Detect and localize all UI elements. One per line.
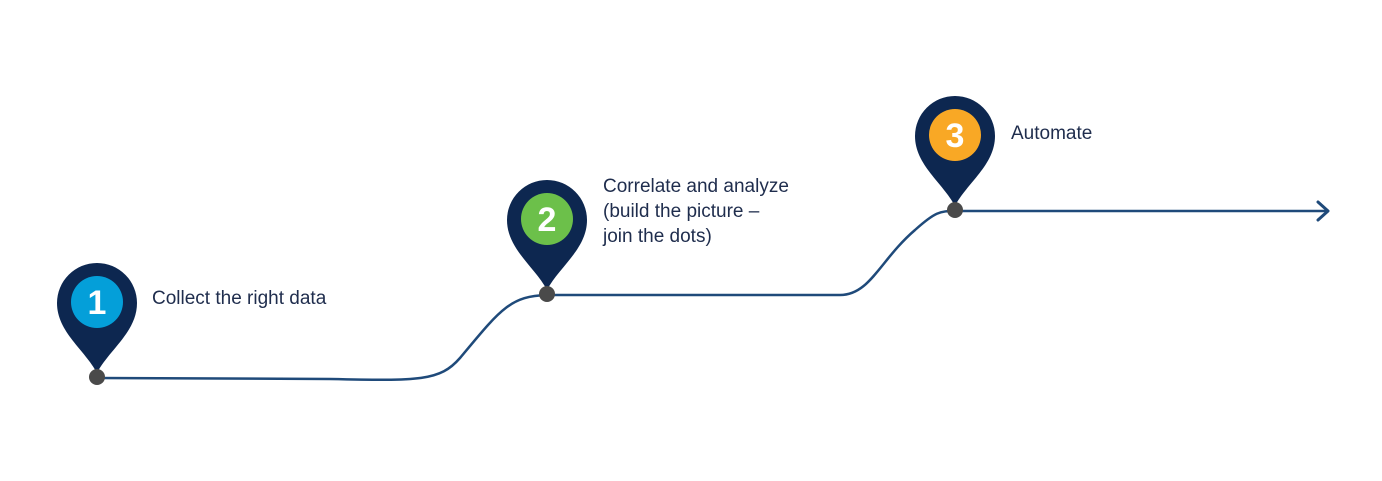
step-2-label: Correlate and analyze (build the picture… (603, 174, 789, 249)
step-2-marker: 2 (507, 180, 587, 302)
step-3-badge (929, 109, 981, 161)
step-3-number: 3 (946, 117, 965, 155)
step-3-marker: 3 (915, 96, 995, 218)
step-2-label-line: Correlate and analyze (603, 176, 789, 197)
step-2-badge (521, 193, 573, 245)
step-2-label-line: join the dots) (603, 226, 712, 247)
step-1-label-line: Collect the right data (152, 288, 327, 309)
step-1-label: Collect the right data (152, 286, 326, 311)
step-1-number: 1 (88, 284, 107, 322)
step-1-node (89, 369, 105, 385)
step-2-label-line: (build the picture – (603, 201, 760, 222)
step-1-marker: 1 (57, 263, 137, 385)
step-3-label: Automate (1011, 121, 1092, 146)
step-2-node (539, 286, 555, 302)
step-3-node (947, 202, 963, 218)
step-2-number: 2 (538, 201, 557, 239)
step-3-label-line: Automate (1011, 123, 1093, 144)
step-1-badge (71, 276, 123, 328)
arrow-right-icon (1316, 200, 1330, 222)
